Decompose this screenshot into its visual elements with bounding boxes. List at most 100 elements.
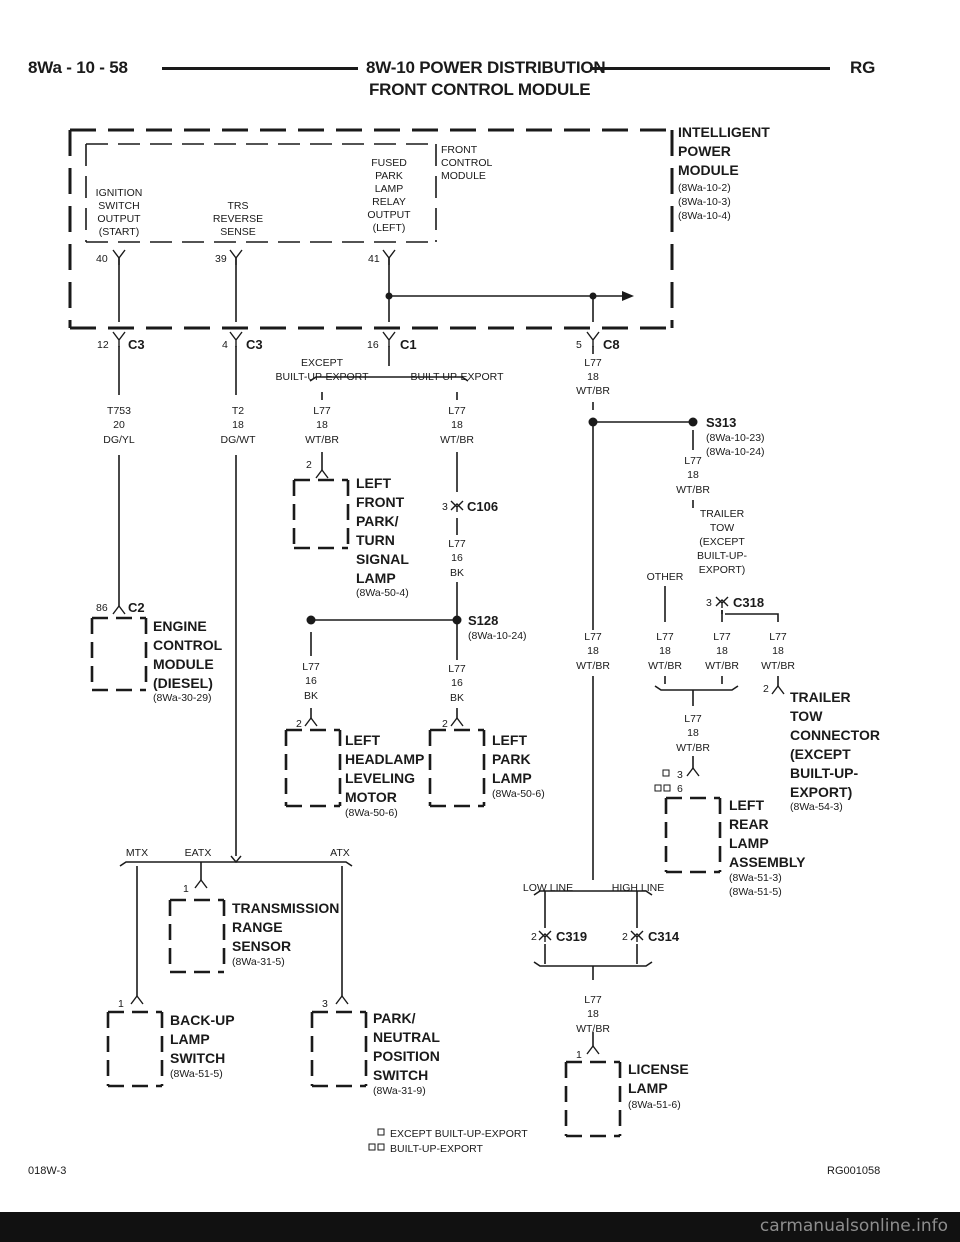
svg-text:WT/BR: WT/BR <box>761 660 795 672</box>
svg-text:3: 3 <box>442 501 448 513</box>
svg-text:CONTROL: CONTROL <box>153 637 223 653</box>
wire-l77-16-c: L77 <box>448 663 466 675</box>
backup-switch-box <box>106 1010 164 1088</box>
svg-text:(8Wa-10-24): (8Wa-10-24) <box>706 446 765 458</box>
pnp-switch-box <box>310 1010 368 1088</box>
svg-text:WT/BR: WT/BR <box>705 660 739 672</box>
svg-text:REAR: REAR <box>729 816 769 832</box>
rear-lamp-box <box>664 796 722 874</box>
backup-switch-name: BACK-UP <box>170 1012 235 1028</box>
svg-text:TURN: TURN <box>356 532 395 548</box>
svg-text:MOTOR: MOTOR <box>345 789 397 805</box>
mtx-label: MTX <box>126 847 148 859</box>
svg-text:16: 16 <box>451 677 463 689</box>
connector-c1: C1 <box>400 337 417 352</box>
connector-c8: C8 <box>603 337 620 352</box>
high-line-label: HIGH LINE <box>612 882 665 894</box>
svg-text:16: 16 <box>451 552 463 564</box>
svg-text:(8Wa-50-6): (8Wa-50-6) <box>345 807 398 819</box>
watermark-text: carmanualsonline.info <box>759 1216 948 1236</box>
svg-text:(DIESEL): (DIESEL) <box>153 675 213 691</box>
svg-text:LAMP: LAMP <box>729 835 769 851</box>
svg-text:18: 18 <box>587 1008 599 1020</box>
svg-text:20: 20 <box>113 419 125 431</box>
wire-l77-main: L77 <box>584 631 602 643</box>
svg-text:(8Wa-51-5): (8Wa-51-5) <box>170 1068 223 1080</box>
svg-text:HEADLAMP: HEADLAMP <box>345 751 424 767</box>
svg-text:PARK: PARK <box>375 170 403 182</box>
svg-text:WT/BR: WT/BR <box>576 385 610 397</box>
svg-text:SENSOR: SENSOR <box>232 938 291 954</box>
wire-t2: T2 <box>232 405 244 417</box>
wire-l77-c318: L77 <box>713 631 731 643</box>
svg-text:BUILT-UP-EXPORT: BUILT-UP-EXPORT <box>276 371 370 383</box>
legend-bue: BUILT-UP-EXPORT <box>390 1143 484 1155</box>
svg-text:(EXCEPT: (EXCEPT <box>699 536 745 548</box>
license-lamp-box <box>564 1060 622 1138</box>
other-label: OTHER <box>647 571 684 583</box>
eatx-label: EATX <box>185 847 212 859</box>
svg-text:BUILT-UP-: BUILT-UP- <box>790 765 859 781</box>
svg-text:DG/YL: DG/YL <box>103 434 135 446</box>
svg-text:3: 3 <box>706 597 712 609</box>
svg-text:BK: BK <box>450 567 464 579</box>
svg-text:BUILT-UP-: BUILT-UP- <box>697 550 747 562</box>
svg-text:SWITCH: SWITCH <box>98 200 139 212</box>
svg-text:18: 18 <box>687 727 699 739</box>
svg-text:NEUTRAL: NEUTRAL <box>373 1029 440 1045</box>
pnp-switch-name: PARK/ <box>373 1010 416 1026</box>
svg-text:(8Wa-50-4): (8Wa-50-4) <box>356 587 409 599</box>
svg-text:LAMP: LAMP <box>170 1031 210 1047</box>
svg-text:BK: BK <box>304 690 318 702</box>
svg-text:MODULE: MODULE <box>678 162 739 178</box>
svg-text:1: 1 <box>183 883 189 895</box>
svg-text:WT/BR: WT/BR <box>676 742 710 754</box>
connector-c3-b: C3 <box>246 337 263 352</box>
connector-c314: C314 <box>648 929 680 944</box>
fcm-box <box>85 143 437 243</box>
svg-text:CONNECTOR: CONNECTOR <box>790 727 880 743</box>
except-bue-marker-icon <box>662 769 670 777</box>
trs-sensor-name: TRANSMISSION <box>232 900 339 916</box>
arrow-icon <box>622 291 634 301</box>
svg-text:RELAY: RELAY <box>372 196 406 208</box>
svg-text:WT/BR: WT/BR <box>676 484 710 496</box>
atx-label: ATX <box>330 847 350 859</box>
svg-text:MODULE: MODULE <box>441 170 486 182</box>
svg-text:5: 5 <box>576 339 582 351</box>
pin-40: 40 <box>96 253 108 265</box>
svg-text:(8Wa-30-29): (8Wa-30-29) <box>153 692 212 704</box>
wire-l77-16-a: L77 <box>448 538 466 550</box>
left-front-lamp-box <box>292 478 350 550</box>
svg-text:(8Wa-10-4): (8Wa-10-4) <box>678 210 731 222</box>
svg-text:(8Wa-51-3): (8Wa-51-3) <box>729 872 782 884</box>
svg-text:(LEFT): (LEFT) <box>373 222 406 234</box>
svg-text:12: 12 <box>97 339 109 351</box>
svg-text:2: 2 <box>442 718 448 730</box>
svg-text:(8Wa-54-3): (8Wa-54-3) <box>790 801 843 813</box>
trs-sensor-box <box>168 898 226 974</box>
svg-text:OUTPUT: OUTPUT <box>97 213 141 225</box>
svg-text:LAMP: LAMP <box>375 183 404 195</box>
page-subtitle: FRONT CONTROL MODULE <box>369 80 591 99</box>
wire-l77-left-front: L77 <box>313 405 331 417</box>
page-title: 8W-10 POWER DISTRIBUTION <box>366 58 606 77</box>
park-lamp-name: LEFT <box>492 732 527 748</box>
page-ref: 8Wa - 10 - 58 <box>28 58 128 77</box>
svg-text:2: 2 <box>622 931 628 943</box>
svg-text:WT/BR: WT/BR <box>305 434 339 446</box>
svg-text:ASSEMBLY: ASSEMBLY <box>729 854 806 870</box>
svg-text:1: 1 <box>576 1049 582 1061</box>
wire-l77-trailer: L77 <box>769 631 787 643</box>
svg-text:18: 18 <box>716 645 728 657</box>
svg-text:PARK: PARK <box>492 751 531 767</box>
splice-s128: S128 <box>468 613 498 628</box>
svg-text:(START): (START) <box>99 226 139 238</box>
svg-text:POWER: POWER <box>678 143 731 159</box>
pin-41: 41 <box>368 253 380 265</box>
left-front-lamp-name: LEFT <box>356 475 391 491</box>
svg-text:WT/BR: WT/BR <box>440 434 474 446</box>
ipm-name: INTELLIGENT <box>678 124 770 140</box>
svg-text:LAMP: LAMP <box>492 770 532 786</box>
low-line-label: LOW LINE <box>523 882 573 894</box>
